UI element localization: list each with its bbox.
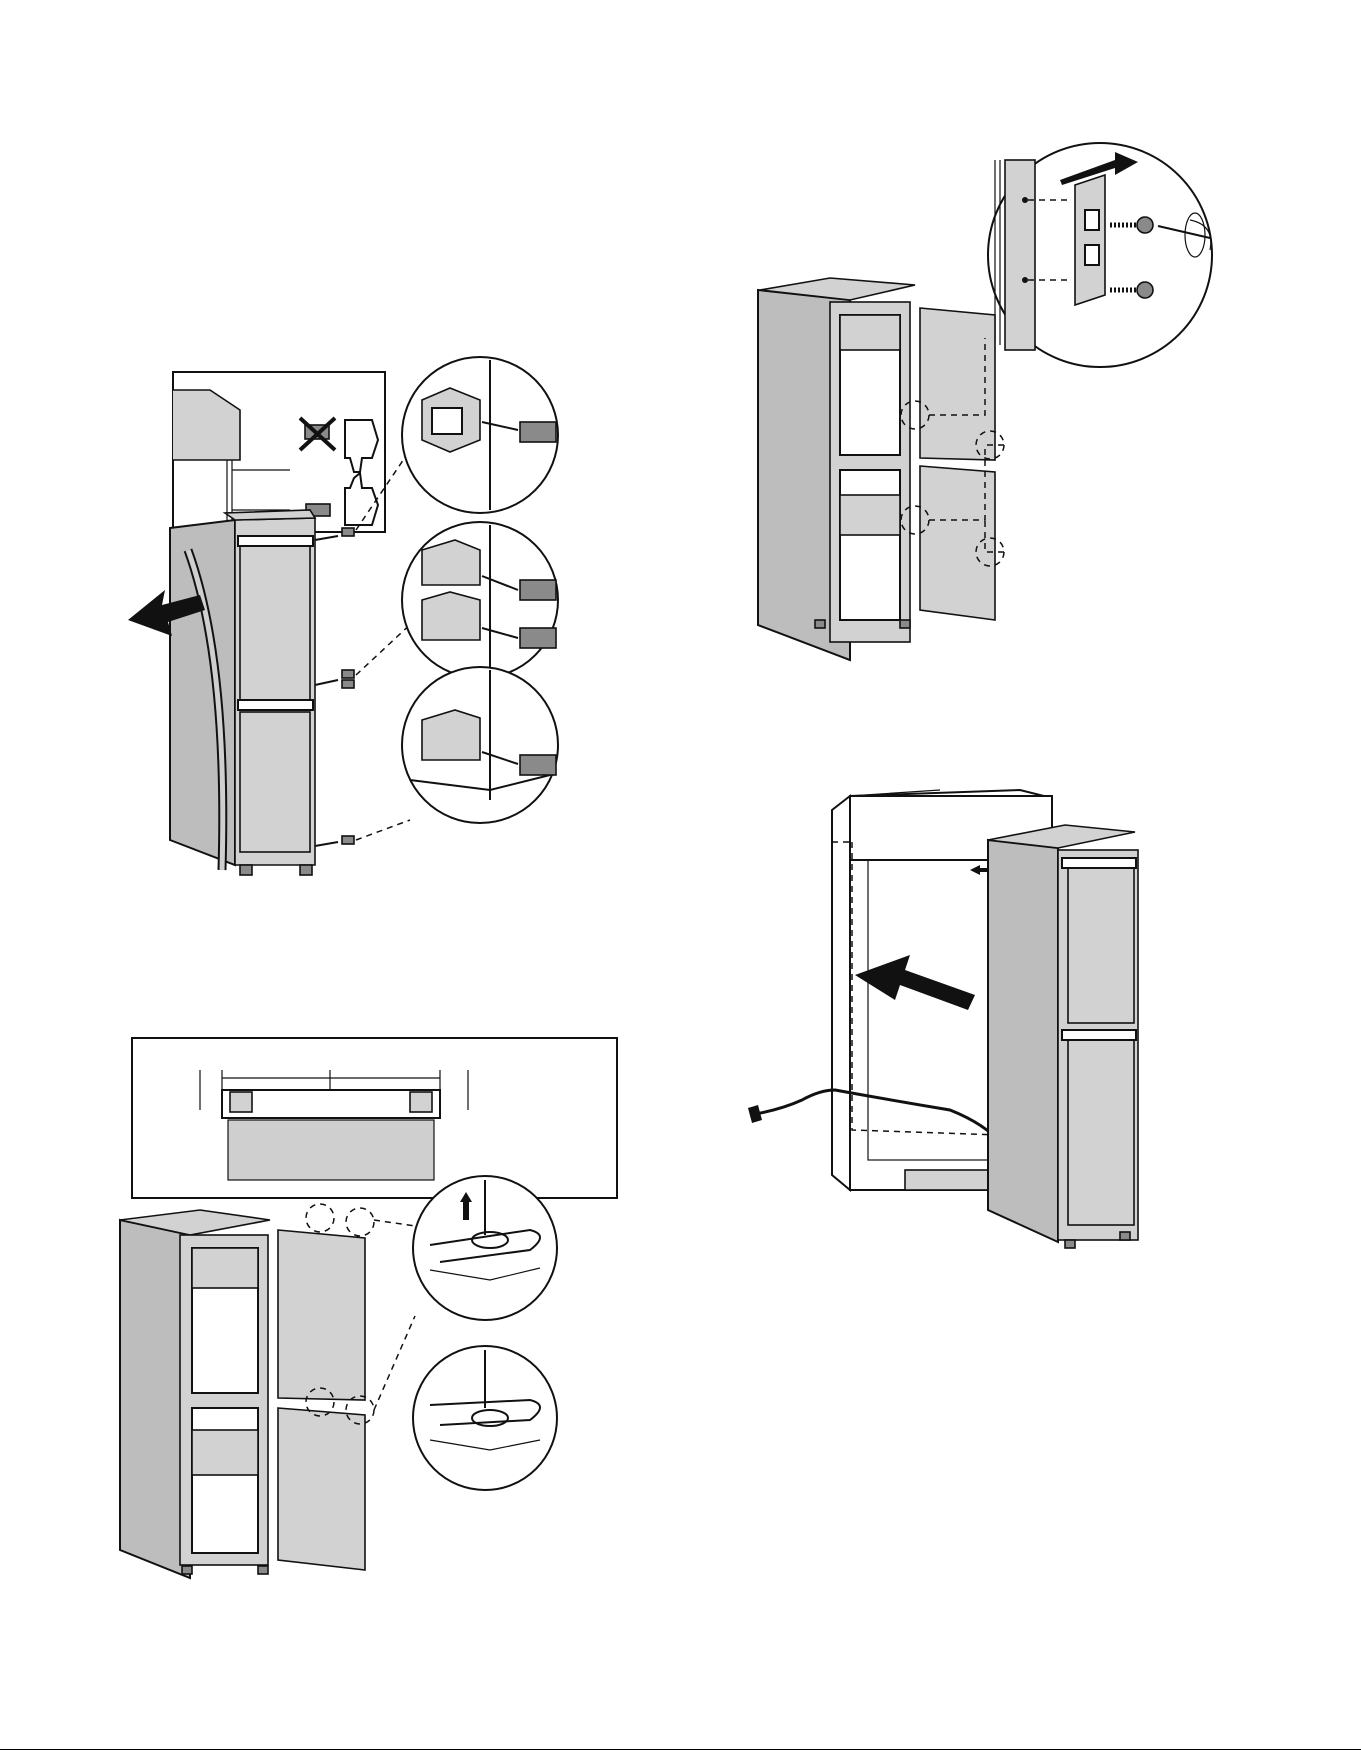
figure-door-adjustment bbox=[110, 1030, 670, 1590]
hinge-plate-detail bbox=[988, 143, 1212, 367]
fridge-open-doors bbox=[758, 278, 995, 660]
door-adjust-detail-upper bbox=[413, 1176, 557, 1320]
hinge-detail-middle bbox=[402, 522, 558, 678]
fridge-body bbox=[988, 825, 1138, 1248]
inset-gap-check bbox=[173, 372, 385, 532]
figure-hinge-plate-screws bbox=[740, 140, 1280, 660]
hinge-detail-lower bbox=[402, 667, 558, 823]
inset-dimensions bbox=[132, 1038, 617, 1198]
fridge-open-doors bbox=[120, 1204, 415, 1578]
fridge-body bbox=[170, 510, 315, 875]
footer-rule bbox=[0, 1749, 1361, 1750]
figure-hinge-covers bbox=[110, 360, 650, 920]
figure-insert-into-cabinet bbox=[740, 770, 1280, 1290]
cover-caps bbox=[315, 528, 354, 846]
door-adjust-detail-lower bbox=[413, 1346, 557, 1490]
hinge-detail-upper bbox=[402, 357, 558, 513]
